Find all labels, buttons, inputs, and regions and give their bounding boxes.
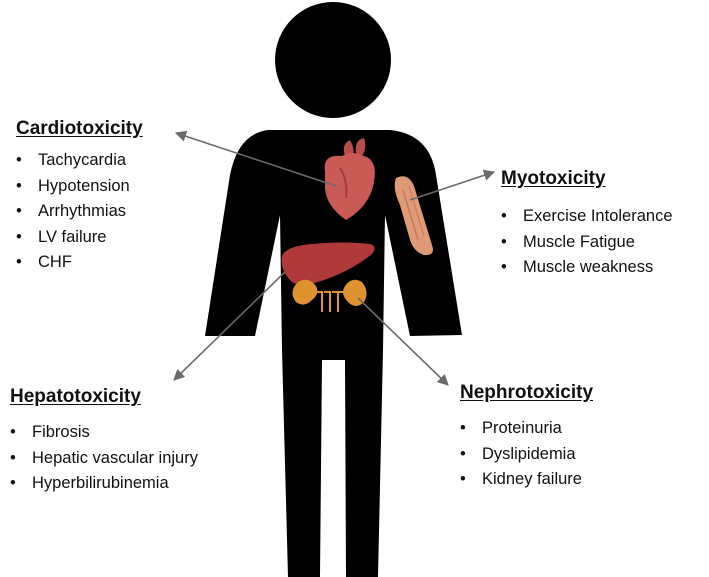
list-item: Arrhythmias — [16, 199, 143, 225]
list-item: Kidney failure — [460, 467, 593, 493]
hepatotoxicity-group: Hepatotoxicity Fibrosis Hepatic vascular… — [10, 386, 198, 497]
nephrotoxicity-title: Nephrotoxicity — [460, 382, 593, 404]
list-item: Dyslipidemia — [460, 442, 593, 468]
list-item: Muscle Fatigue — [501, 230, 673, 256]
nephrotoxicity-group: Nephrotoxicity Proteinuria Dyslipidemia … — [460, 382, 593, 493]
nephrotoxicity-list: Proteinuria Dyslipidemia Kidney failure — [460, 416, 593, 493]
list-item: CHF — [16, 250, 143, 276]
cardiotoxicity-title: Cardiotoxicity — [16, 118, 143, 140]
myotoxicity-list: Exercise Intolerance Muscle Fatigue Musc… — [501, 204, 673, 281]
list-item: Fibrosis — [10, 420, 198, 446]
list-item: Hyperbilirubinemia — [10, 471, 198, 497]
list-item: Exercise Intolerance — [501, 204, 673, 230]
cardiotoxicity-group: Cardiotoxicity Tachycardia Hypotension A… — [16, 118, 143, 276]
list-item: Muscle weakness — [501, 255, 673, 281]
list-item: Hepatic vascular injury — [10, 446, 198, 472]
human-silhouette — [205, 2, 462, 577]
myotoxicity-title: Myotoxicity — [501, 168, 673, 190]
list-item: Tachycardia — [16, 148, 143, 174]
cardiotoxicity-list: Tachycardia Hypotension Arrhythmias LV f… — [16, 148, 143, 276]
myotoxicity-group: Myotoxicity Exercise Intolerance Muscle … — [501, 168, 673, 281]
list-item: LV failure — [16, 225, 143, 251]
list-item: Hypotension — [16, 174, 143, 200]
hepatotoxicity-list: Fibrosis Hepatic vascular injury Hyperbi… — [10, 420, 198, 497]
hepatotoxicity-title: Hepatotoxicity — [10, 386, 198, 408]
list-item: Proteinuria — [460, 416, 593, 442]
